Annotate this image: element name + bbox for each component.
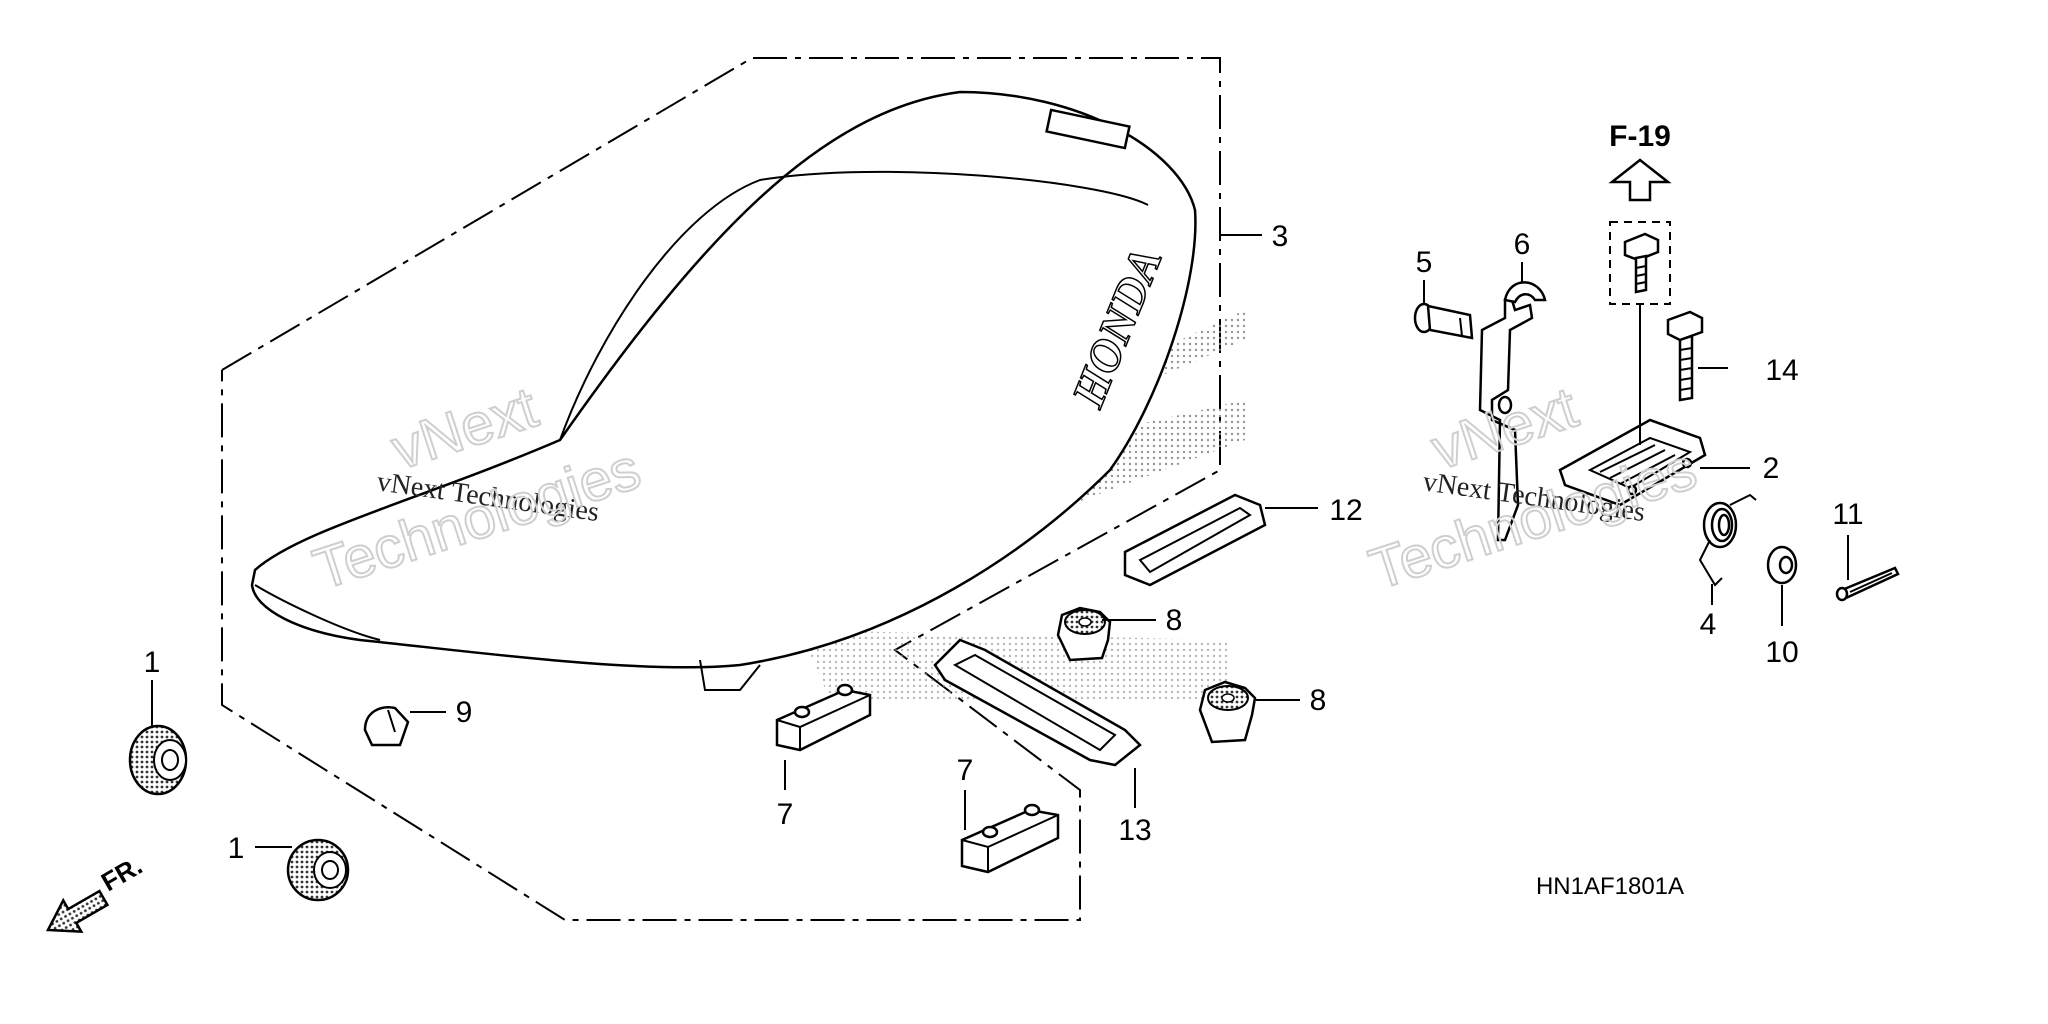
callout-1a: 1 [144,646,161,679]
seat-hook-6[interactable] [1478,281,1547,542]
callout-2: 2 [1763,452,1780,485]
rubber-mount-7b[interactable] [960,803,1060,874]
grommet-8b[interactable] [1198,680,1257,744]
bolt-14[interactable] [1666,310,1704,402]
callout-7b: 7 [957,754,974,787]
cotter-pin-11[interactable] [1835,566,1900,602]
watermark-large-right-2: Technologies [1362,436,1704,602]
callout-5: 5 [1416,246,1433,279]
leader-lines [151,234,1849,848]
seat-cover[interactable] [250,90,1197,691]
callout-14: 14 [1765,354,1798,387]
grommet-8a[interactable] [1056,606,1112,662]
assembly-boundary [221,57,1221,921]
callout-3: 3 [1272,220,1289,253]
callout-6: 6 [1514,228,1531,261]
callout-1b: 1 [228,832,245,865]
callout-12: 12 [1329,494,1362,527]
seat-latch-2[interactable] [1558,418,1707,507]
reference-label: F-19 [1609,120,1671,153]
rubber-damper-1a[interactable] [128,724,188,796]
pin-5[interactable] [1413,302,1474,340]
up-arrow-icon [1608,158,1672,202]
callout-10: 10 [1765,636,1798,669]
rubber-damper-1b[interactable] [286,838,350,902]
callout-7a: 7 [777,798,794,831]
rubber-mount-7a[interactable] [775,683,872,752]
callout-4: 4 [1700,608,1717,641]
washer-10[interactable] [1766,545,1798,585]
front-direction-arrow-icon [45,889,110,933]
callout-8a: 8 [1166,604,1183,637]
callout-13: 13 [1118,814,1151,847]
callout-8b: 8 [1310,684,1327,717]
callout-9: 9 [456,696,473,729]
spring-4[interactable] [1698,493,1757,587]
strap-13[interactable] [933,638,1142,767]
strap-12[interactable] [1123,493,1267,587]
reference-bolt [1623,232,1660,294]
drawing-code: HN1AF1801A [1536,873,1684,900]
seat-cushion-9[interactable] [363,706,410,747]
callout-11: 11 [1832,498,1863,531]
front-indicator-label: FR. [96,850,147,897]
